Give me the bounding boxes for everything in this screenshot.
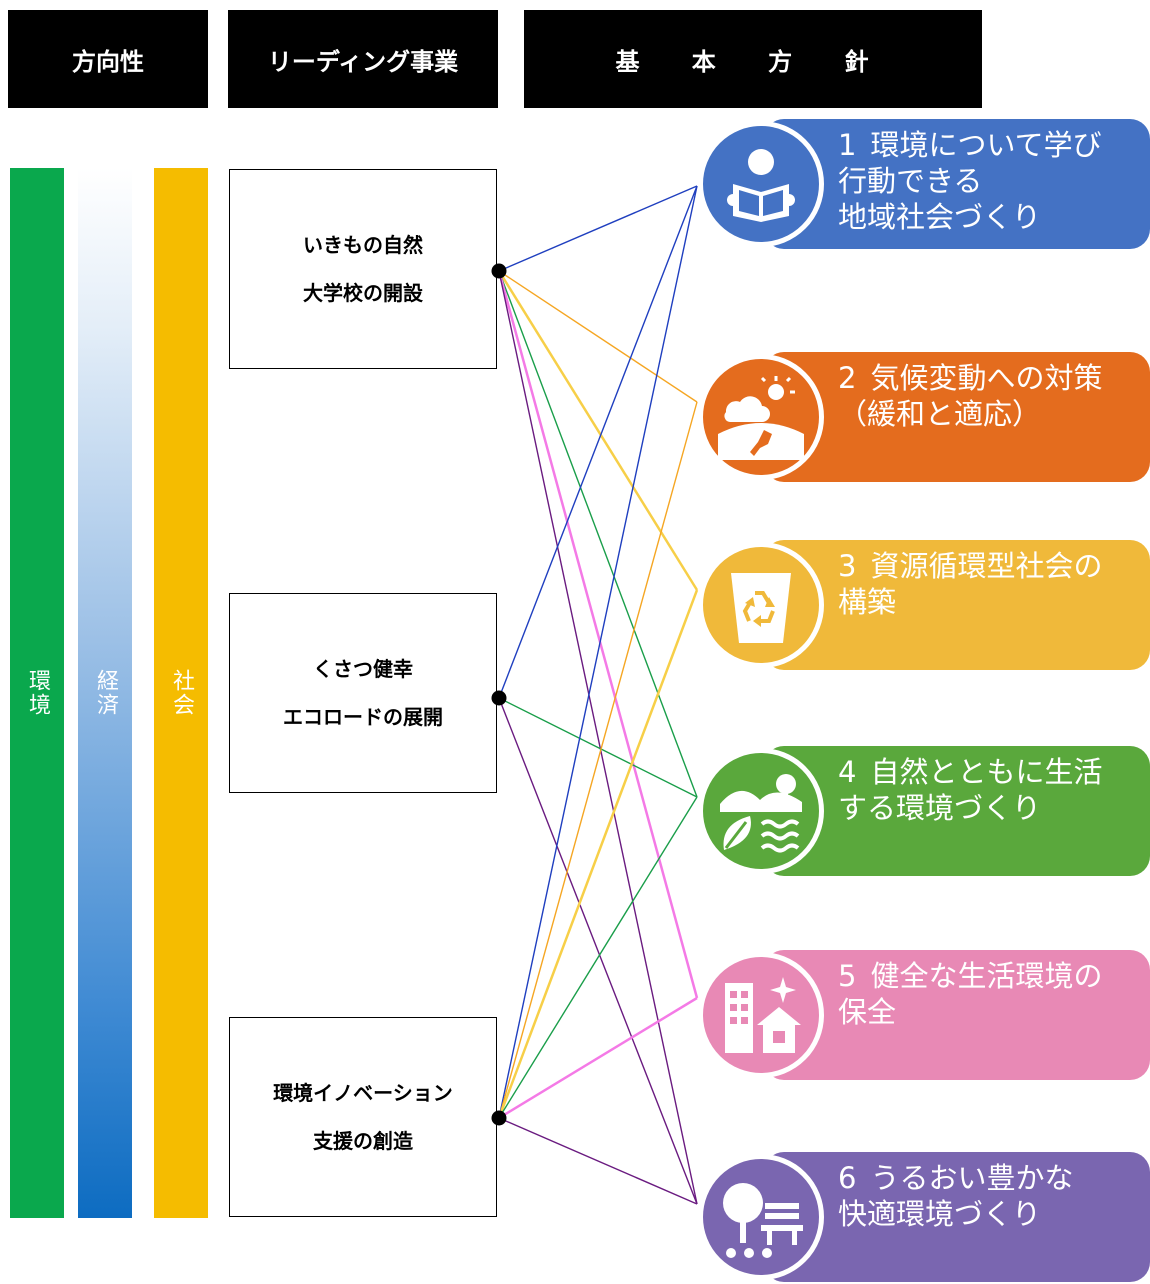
policy-6: 6 うるおい豊かな 快適環境づくり [698,1150,1150,1284]
connector-node-2 [491,690,507,706]
connector-line-3-to-1 [498,185,698,1119]
recycle-bin-icon [698,542,824,668]
policy-pill [764,950,1150,1080]
connector-node-1 [491,263,507,279]
project-line1: くさつ健幸 [313,657,413,681]
policy-line2: 行動できる [838,164,983,198]
policy-text: 4 自然とともに生活 する環境づくり [838,754,1126,826]
policy-pill [764,119,1150,249]
direction-label-environment: 環境 [25,669,50,717]
policy-line1: 健全な生活環境の [870,959,1103,993]
buildings-house-icon [698,952,824,1078]
connector-lines [491,185,699,1205]
policy-line1: うるおい豊かな [870,1161,1074,1195]
direction-label-society: 社会 [169,669,194,717]
policy-number: 1 [838,128,857,162]
policy-pill [764,352,1150,482]
connector-line-1-to-4 [498,270,698,798]
connector-line-3-to-6 [498,1117,698,1205]
policy-text: 6 うるおい豊かな 快適環境づくり [838,1160,1126,1232]
policy-number: 5 [838,959,857,993]
connector-line-3-to-2 [498,401,698,1119]
climate-earth-icon [698,354,824,480]
connector-line-1-to-2 [498,270,698,403]
policy-number: 4 [838,755,857,789]
connector-line-3-to-5 [498,996,698,1120]
project-line2: 支援の創造 [313,1129,413,1153]
connector-line-1-to-6 [498,270,698,1205]
policy-line2: 構築 [838,585,897,619]
policy-line1: 気候変動への対策 [870,361,1103,395]
policy-line1: 環境について学び [870,128,1102,162]
tree-bench-icon [698,1154,824,1280]
policy-line2: （緩和と適応） [838,397,1042,431]
policy-5: 5 健全な生活環境の 保全 [698,948,1150,1082]
policy-number: 3 [838,549,857,583]
policy-text: 3 資源循環型社会の 構築 [838,548,1126,620]
project-line1: いきもの自然 [303,233,423,257]
policy-4: 4 自然とともに生活 する環境づくり [698,744,1150,878]
project-line2: エコロードの展開 [283,705,443,729]
policy-line2: 快適環境づくり [838,1197,1042,1231]
policy-number: 2 [838,361,857,395]
policy-pill [764,540,1150,670]
policy-3: 3 資源循環型社会の 構築 [698,538,1150,672]
policy-1: 1 環境について学び 行動できる 地域社会づくり [698,117,1150,251]
policy-line1: 資源循環型社会の [870,549,1103,583]
project-line1: 環境イノベーション [273,1081,453,1105]
connector-line-1-to-1 [498,185,698,272]
project-box-nature-college: いきもの自然 大学校の開設 [229,169,497,369]
policy-text: 1 環境について学び 行動できる 地域社会づくり [838,127,1126,235]
policy-2: 2 気候変動への対策 （緩和と適応） [698,350,1150,484]
connector-line-1-to-5 [497,270,699,999]
connector-node-3 [491,1110,507,1126]
connector-line-2-to-4 [498,697,698,798]
policy-line1: 自然とともに生活 [870,755,1103,789]
nature-leaf-icon [698,748,824,874]
connector-line-2-to-6 [498,697,698,1205]
policy-text: 2 気候変動への対策 （緩和と適応） [838,360,1126,432]
direction-bar-society: 社会 [154,168,208,1218]
connector-line-1-to-3 [497,270,699,591]
policy-pill [764,746,1150,876]
policy-line2: する環境づくり [838,791,1042,825]
leading-project-header: リーディング事業 [228,10,498,108]
direction-bar-environment: 環境 [10,168,64,1218]
direction-label-economy: 経済 [93,669,118,717]
project-box-eco-road: くさつ健幸 エコロードの展開 [229,593,497,793]
policy-line2: 保全 [838,995,897,1029]
project-line2: 大学校の開設 [303,281,423,305]
direction-bar-economy: 経済 [78,168,132,1218]
reading-person-icon [698,121,824,247]
connector-line-3-to-3 [497,589,699,1119]
basic-policy-header: 基 本 方 針 [524,10,982,108]
policy-line3: 地域社会づくり [838,200,1042,234]
connector-line-2-to-1 [498,185,698,699]
policy-text: 5 健全な生活環境の 保全 [838,958,1126,1030]
direction-header: 方向性 [8,10,208,108]
policy-number: 6 [838,1161,857,1195]
connector-line-3-to-4 [498,796,698,1119]
